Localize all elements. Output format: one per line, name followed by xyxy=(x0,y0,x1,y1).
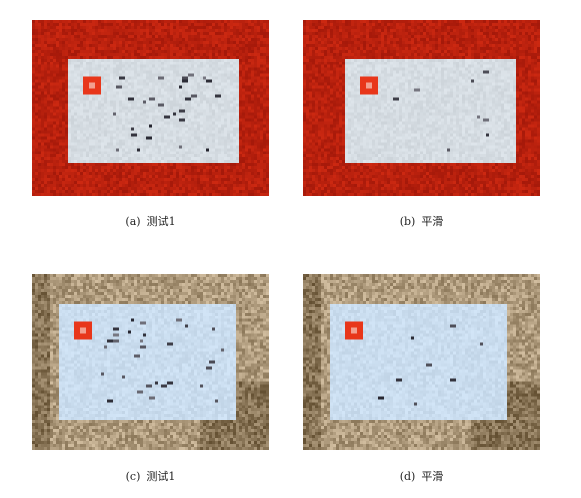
caption-b: (b) 平滑 xyxy=(303,213,540,229)
caption-d: (d) 平滑 xyxy=(303,468,540,484)
caption-text: 测试1 xyxy=(146,470,176,483)
panel-a-image xyxy=(32,20,269,196)
pixelated-ticket-image xyxy=(32,20,269,196)
caption-label: (a) xyxy=(125,215,141,228)
smoothed-ticket-image xyxy=(303,274,540,450)
caption-text: 测试1 xyxy=(146,215,176,228)
caption-text: 平滑 xyxy=(421,470,444,483)
caption-c: (c) 测试1 xyxy=(32,468,269,484)
panel-c-image xyxy=(32,274,269,450)
caption-label: (c) xyxy=(125,470,141,483)
smoothed-ticket-image xyxy=(303,20,540,196)
caption-a: (a) 测试1 xyxy=(32,213,269,229)
panel-d-image xyxy=(303,274,540,450)
caption-label: (b) xyxy=(399,215,416,228)
caption-text: 平滑 xyxy=(421,215,444,228)
panel-b-image xyxy=(303,20,540,196)
caption-label: (d) xyxy=(399,470,416,483)
pixelated-ticket-image xyxy=(32,274,269,450)
